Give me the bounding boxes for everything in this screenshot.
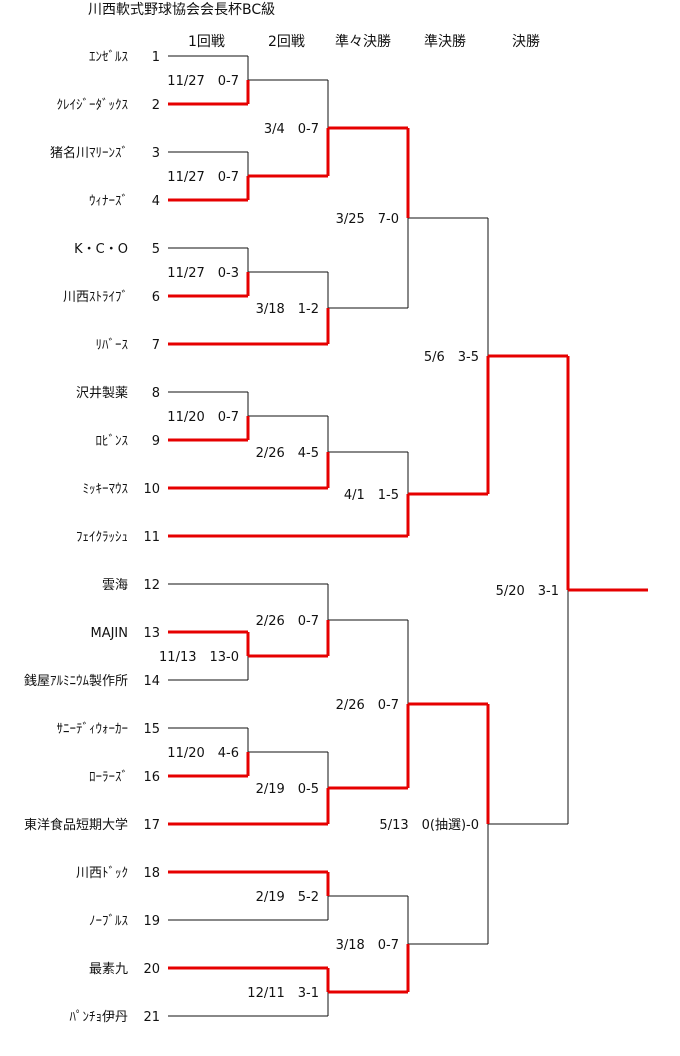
match-result-sfa: 5/6 3-5	[424, 350, 479, 365]
team-list: ｴﾝｾﾞﾙｽ 1 ｸﾚｲｼﾞｰﾀﾞｯｸｽ 2 猪名川ﾏﾘｰﾝｽﾞ 3 ｳｨﾅｰｽﾞ 4K・C・…	[24, 50, 160, 1025]
team-name-5: K・C・O	[74, 242, 128, 257]
team-seed-16: 16	[143, 770, 160, 785]
team-name-12: 雲海	[102, 578, 128, 593]
round-label-3: 準々決勝	[335, 34, 391, 50]
team-name-1: ｴﾝｾﾞﾙｽ	[89, 50, 129, 65]
match-result-qfc: 2/26 0-7	[336, 698, 399, 713]
match-result-r2c: 2/26 4-5	[256, 446, 319, 461]
match-result-r1e: 11/13 13-0	[159, 650, 239, 665]
round-label-1: 1回戦	[188, 34, 225, 50]
team-seed-2: 2	[152, 98, 160, 113]
team-name-3: 猪名川ﾏﾘｰﾝｽﾞ	[50, 145, 128, 161]
match-result-r2d: 2/26 0-7	[256, 614, 319, 629]
bracket-title: 川西軟式野球協会会長杯BC級	[88, 2, 275, 18]
team-seed-3: 3	[152, 146, 160, 161]
team-name-13: MAJIN	[90, 626, 128, 641]
team-seed-7: 7	[152, 338, 160, 353]
team-seed-14: 14	[143, 674, 160, 689]
team-name-9: ﾛﾋﾞﾝｽ	[96, 434, 129, 449]
match-result-qfb: 4/1 1-5	[344, 488, 399, 503]
team-name-2: ｸﾚｲｼﾞｰﾀﾞｯｸｽ	[57, 98, 129, 113]
team-seed-10: 10	[143, 482, 160, 497]
team-name-4: ｳｨﾅｰｽﾞ	[89, 194, 128, 209]
team-seed-20: 20	[143, 962, 160, 977]
team-name-20: 最素九	[89, 962, 128, 977]
match-result-r1c: 11/27 0-3	[167, 266, 239, 281]
team-name-14: 銭屋ｱﾙﾐﾆｳﾑ製作所	[24, 674, 128, 689]
team-seed-18: 18	[143, 866, 160, 881]
team-name-6: 川西ｽﾄﾗｲﾌﾞ	[63, 290, 128, 305]
team-seed-4: 4	[152, 194, 160, 209]
team-seed-8: 8	[152, 386, 160, 401]
team-seed-17: 17	[143, 818, 160, 833]
team-name-11: ﾌｪｲｸﾗｯｼｭ	[76, 530, 128, 545]
round-label-5: 決勝	[512, 34, 540, 50]
match-result-r2a: 3/4 0-7	[264, 122, 319, 137]
team-seed-11: 11	[143, 530, 160, 545]
team-name-18: 川西ﾄﾞｯｸ	[76, 866, 128, 881]
team-name-10: ﾐｯｷｰﾏｳｽ	[83, 482, 129, 497]
match-result-r1f: 11/20 4-6	[167, 746, 239, 761]
team-seed-5: 5	[152, 242, 160, 257]
team-seed-21: 21	[143, 1010, 160, 1025]
team-name-16: ﾛｰﾗｰｽﾞ	[89, 770, 128, 785]
winner-path-lines	[168, 80, 648, 994]
match-result-r2f: 2/19 5-2	[256, 890, 319, 905]
team-seed-9: 9	[152, 434, 160, 449]
team-seed-12: 12	[143, 578, 160, 593]
team-name-21: ﾊﾟﾝﾁｮ伊丹	[69, 1010, 128, 1025]
team-name-8: 沢井製薬	[76, 386, 128, 401]
team-name-15: ｻﾆｰﾃﾞｨｳｫｰｶｰ	[57, 722, 129, 737]
match-result-r2g: 12/11 3-1	[247, 986, 319, 1001]
match-result-sfb: 5/13 0(抽選)-0	[379, 818, 479, 833]
team-name-19: ﾉｰﾌﾞﾙｽ	[89, 914, 129, 929]
team-seed-15: 15	[143, 722, 160, 737]
match-result-r1a: 11/27 0-7	[167, 74, 239, 89]
team-name-17: 東洋食品短期大学	[24, 817, 128, 833]
round-label-4: 準決勝	[424, 34, 466, 50]
match-results: 11/27 0-7 11/27 0-7 11/27 0-3 11/20 0-7 11/1…	[159, 74, 559, 1001]
match-result-qfd: 3/18 0-7	[336, 938, 399, 953]
team-seed-1: 1	[152, 50, 160, 65]
match-result-r1d: 11/20 0-7	[167, 410, 239, 425]
round-label-2: 2回戦	[268, 34, 305, 50]
bracket-lines	[168, 55, 569, 1017]
match-result-qfa: 3/25 7-0	[336, 212, 399, 227]
team-seed-6: 6	[152, 290, 160, 305]
match-result-final: 5/20 3-1	[496, 584, 559, 599]
team-seed-19: 19	[143, 914, 160, 929]
team-name-7: ﾘﾊﾞｰｽ	[96, 338, 129, 353]
match-result-r2e: 2/19 0-5	[256, 782, 319, 797]
team-seed-13: 13	[143, 626, 160, 641]
match-result-r1b: 11/27 0-7	[167, 170, 239, 185]
match-result-r2b: 3/18 1-2	[256, 302, 319, 317]
